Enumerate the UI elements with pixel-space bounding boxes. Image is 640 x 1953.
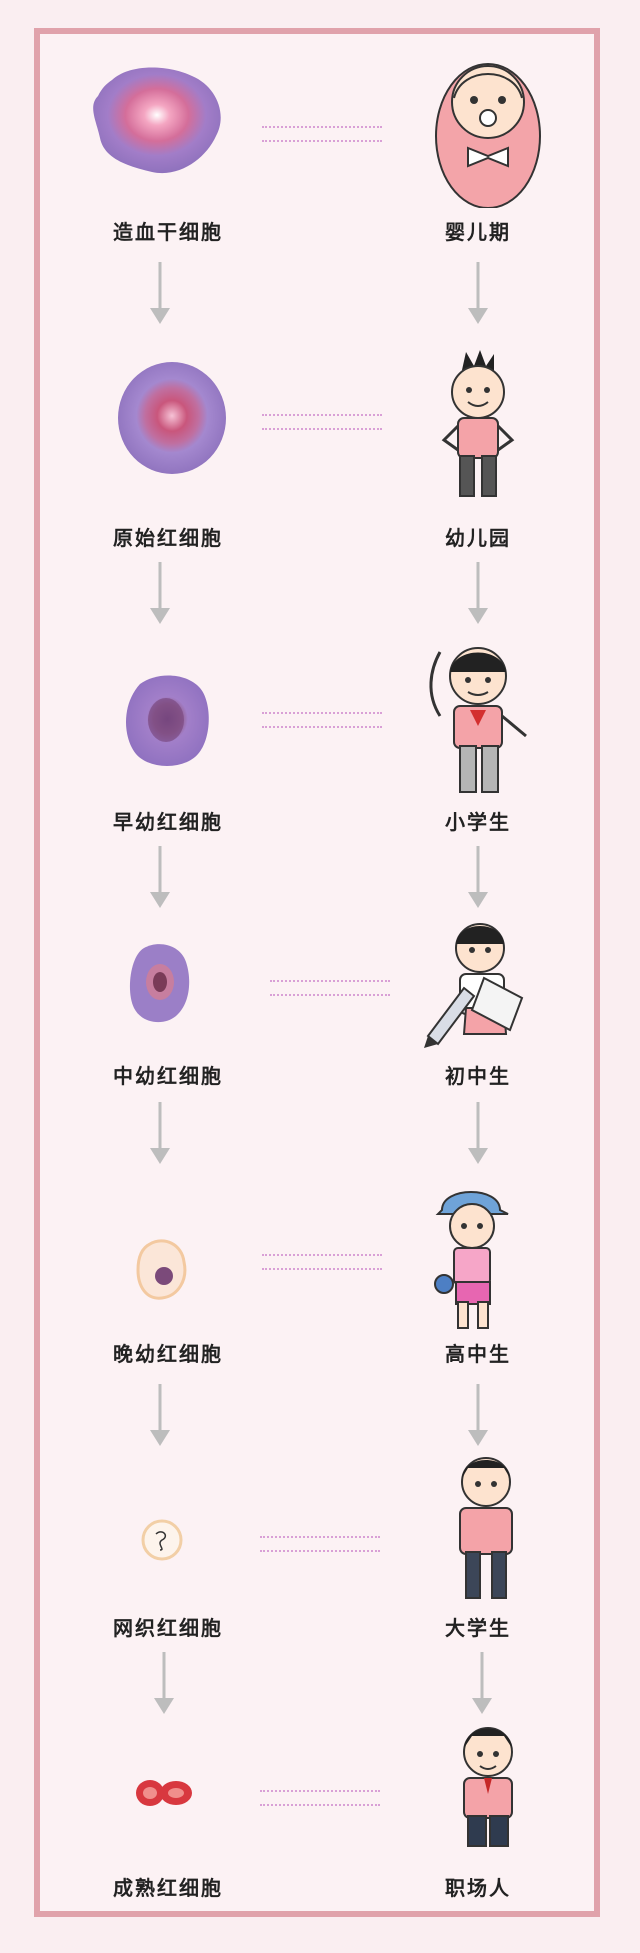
basophilic-erythroblast-illustration xyxy=(126,675,209,766)
mature-red-blood-cells-illustration xyxy=(136,1780,192,1806)
life-arrow-4 xyxy=(468,1384,488,1446)
professional-illustration xyxy=(463,1727,513,1847)
primary-schooler-illustration xyxy=(429,647,527,793)
connector-dots-2 xyxy=(262,712,382,728)
cell-label-1: 原始红细胞 xyxy=(113,526,223,550)
cell-label-2: 早幼红细胞 xyxy=(113,810,223,834)
connector-dots-4 xyxy=(262,1254,382,1270)
hematopoietic-stem-cell-illustration xyxy=(93,67,221,174)
connector-dots-1 xyxy=(262,414,382,430)
connector-dots-0 xyxy=(262,126,382,142)
cell-arrow-0 xyxy=(150,262,170,324)
life-label-2: 小学生 xyxy=(445,810,511,834)
polychromatic-erythroblast-illustration xyxy=(129,944,190,1023)
orthochromatic-erythroblast-illustration xyxy=(136,1239,187,1300)
life-label-1: 幼儿园 xyxy=(445,526,511,550)
life-arrow-0 xyxy=(468,262,488,324)
middle-schooler-illustration xyxy=(424,923,524,1048)
reticulocyte-illustration xyxy=(141,1519,183,1561)
connector-dots-6 xyxy=(260,1790,380,1806)
life-label-6: 职场人 xyxy=(445,1876,511,1900)
cell-label-5: 网织红细胞 xyxy=(113,1616,223,1640)
cell-arrow-2 xyxy=(150,846,170,908)
cell-arrow-4 xyxy=(150,1384,170,1446)
life-label-4: 高中生 xyxy=(445,1342,511,1366)
life-label-0: 婴儿期 xyxy=(445,220,511,244)
cell-arrow-3 xyxy=(150,1102,170,1164)
life-label-3: 初中生 xyxy=(445,1064,511,1088)
high-schooler-illustration xyxy=(434,1191,509,1329)
cell-label-4: 晚幼红细胞 xyxy=(113,1342,223,1366)
life-arrow-1 xyxy=(468,562,488,624)
diagram-frame xyxy=(34,28,600,1917)
cell-label-6: 成熟红细胞 xyxy=(113,1876,223,1900)
life-arrow-5 xyxy=(472,1652,492,1714)
cell-arrow-1 xyxy=(150,562,170,624)
cell-label-0: 造血干细胞 xyxy=(113,220,223,244)
college-student-illustration xyxy=(459,1457,513,1599)
proerythroblast-illustration xyxy=(118,362,226,474)
connector-dots-3 xyxy=(270,980,390,996)
baby-illustration xyxy=(435,63,541,208)
life-arrow-3 xyxy=(468,1102,488,1164)
life-label-5: 大学生 xyxy=(445,1616,511,1640)
connector-dots-5 xyxy=(260,1536,380,1552)
life-arrow-2 xyxy=(468,846,488,908)
kindergarten-child-illustration xyxy=(441,350,515,497)
cell-label-3: 中幼红细胞 xyxy=(113,1064,223,1088)
cell-arrow-5 xyxy=(154,1652,174,1714)
